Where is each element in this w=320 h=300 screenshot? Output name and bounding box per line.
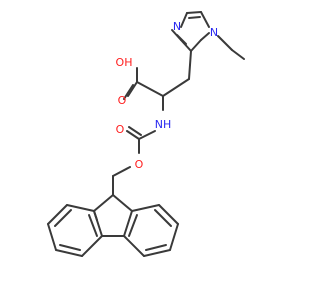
n-methyl-bond: [217, 35, 233, 51]
ester-oxygen-label: O: [135, 158, 144, 171]
bond: [158, 204, 179, 225]
fluorenyl-group: [47, 194, 179, 257]
bond: [54, 209, 72, 227]
carbonyl-oxygen-label: O: [118, 94, 127, 107]
bond: [188, 50, 192, 80]
n-methyl-bond-end: [231, 49, 245, 60]
bond: [47, 204, 68, 225]
bond: [136, 81, 164, 97]
bond: [176, 34, 187, 45]
bond: [169, 223, 179, 251]
imidazole-n-label: N: [173, 20, 181, 33]
bond: [188, 16, 201, 19]
bond: [123, 84, 134, 100]
bond: [190, 39, 202, 52]
bond: [138, 130, 156, 140]
bond: [180, 12, 188, 28]
bond: [200, 11, 210, 28]
bond: [59, 244, 81, 251]
bond: [88, 214, 98, 237]
bond: [112, 194, 133, 212]
bond: [66, 204, 95, 212]
imidazole-n-methyl-label: N: [210, 26, 218, 39]
bond: [81, 235, 103, 257]
bond: [131, 204, 160, 212]
bond: [143, 249, 171, 257]
bond: [123, 210, 133, 237]
imidazole-ring: [171, 11, 210, 52]
bond: [186, 11, 202, 14]
bond: [162, 78, 190, 97]
bond: [126, 130, 140, 140]
bond: [200, 32, 210, 41]
bond: [55, 249, 83, 257]
bond: [123, 235, 145, 257]
bond: [145, 244, 167, 251]
bond: [93, 210, 98, 221]
bond: [128, 214, 138, 237]
bond: [47, 223, 57, 251]
bond: [128, 126, 142, 136]
bond: [112, 166, 131, 177]
bond: [127, 81, 138, 97]
bond: [93, 194, 114, 212]
hydroxyl-label: OH: [116, 56, 133, 69]
molecule-structure-diagram: OH O NH O O N N: [47, 11, 245, 257]
bond: [154, 209, 172, 227]
molecule-structure-canvas: OH O NH O O N N: [47, 11, 245, 257]
amine-nh-label: NH: [155, 118, 172, 131]
carbamate-carbonyl-oxygen-label: O: [116, 123, 125, 136]
